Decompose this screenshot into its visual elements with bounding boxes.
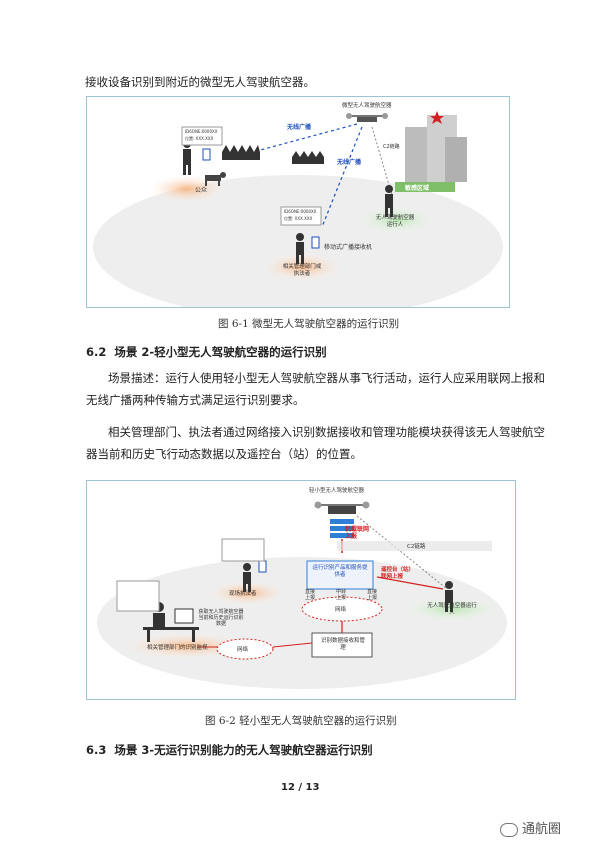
section-6-2-para2-line1: 相关管理部门、执法者通过网络接入识别数据接收和管理功能模块获得该无人驾驶航空 xyxy=(108,425,545,439)
enforcer-id-card xyxy=(221,538,265,562)
fig2-network-left: 网络 xyxy=(237,647,249,653)
fig1-id-card-1-line2: 位置: XXX.XXX xyxy=(185,136,214,141)
data-mgmt-box xyxy=(311,632,373,658)
building-icon xyxy=(405,111,467,182)
dog-icon xyxy=(205,172,226,186)
section-6-3-title: 场景 3-无运行识别能力的无人驾驶航空器运行识别 xyxy=(114,743,373,757)
fig2-remote-station: 遥控台（站）联网上报 xyxy=(381,567,415,580)
authority-glow xyxy=(262,253,342,281)
wechat-icon xyxy=(500,822,518,837)
remote-station-arrow xyxy=(376,576,444,590)
authority-person-icon xyxy=(296,233,304,264)
id-card-2 xyxy=(280,206,322,226)
fig2-monitor: 相关管理部门的识别监视 xyxy=(147,645,208,651)
drone-icon xyxy=(346,113,388,122)
figure-1-caption: 图 6-1 微型无人驾驶航空器的运行识别 xyxy=(218,318,400,330)
section-6-2-number: 6.2 xyxy=(86,345,107,359)
figure-1: 微型无人驾驶航空器 无线广播 无线广播 C2链路 敏感区域 ID6ONE:000… xyxy=(86,96,510,319)
fig1-public-label: 公众 xyxy=(195,187,208,194)
network-cloud-left xyxy=(216,638,274,660)
service-provider-box xyxy=(306,560,374,590)
fig1-drone-label: 微型无人驾驶航空器 xyxy=(342,103,392,109)
section-6-2-para1-line2: 无线广播两种传输方式满足运行识别要求。 xyxy=(86,393,305,407)
section-6-2-heading: 6.2 场景 2-轻小型无人驾驶航空器的运行识别 xyxy=(86,344,327,360)
section-6-2-para1-line1: 场景描述：运行人使用轻小型无人驾驶航空器从事飞行活动，运行人应采用联网上报和 xyxy=(108,371,545,385)
operator-person-icon-2 xyxy=(445,581,453,612)
receiver-phone-icon xyxy=(311,236,320,249)
fig1-c2-label: C2链路 xyxy=(383,144,400,150)
fig1-broadcast-left: 无线广播 xyxy=(287,124,312,131)
fig2-drone-label: 轻小型无人驾驶航空器 xyxy=(309,488,365,494)
monitor-id-card xyxy=(116,580,160,612)
fig1-id-card-1-line1: ID6ONE:0000XX xyxy=(185,129,218,134)
fig2-network-center: 网络 xyxy=(335,607,347,613)
fig2-operator: 无人驾驶航空器运行人 xyxy=(427,603,477,616)
network-cloud-center xyxy=(301,596,383,622)
fig2-service-provider: 运行识别产品和服务提供者 xyxy=(312,565,368,578)
fig2-airborne-report: 机载联网上报 xyxy=(345,526,370,540)
id-card-1 xyxy=(181,126,223,146)
section-6-2-para2-line2: 器当前和历史飞行动态数据以及遥控台（站）的位置。 xyxy=(86,447,362,461)
figure-2-illustration xyxy=(97,501,507,689)
c2-banner xyxy=(337,541,492,551)
fig1-operator-label: 无人驾驶航空器运行人 xyxy=(375,215,415,228)
fig2-c2-label: C2链路 xyxy=(407,544,426,550)
drone-icon-2 xyxy=(314,501,370,514)
fig2-relay: 中转上报 xyxy=(336,589,347,601)
fig2-direct-right: 直接上报 xyxy=(367,589,378,601)
fig2-direct-left: 直接上报 xyxy=(305,589,316,601)
fig1-broadcast-right: 无线广播 xyxy=(337,159,362,166)
hedge-mid xyxy=(292,151,324,164)
fig2-enforcer: 现场执法者 xyxy=(229,591,257,597)
page-number: 12 / 13 xyxy=(281,782,320,793)
enforcer-phone-icon xyxy=(258,560,267,573)
operator-person-icon xyxy=(385,185,393,217)
public-phone-icon xyxy=(202,148,211,161)
broadcast-line-left xyxy=(226,123,358,160)
mgmt-to-left-cloud xyxy=(272,642,313,648)
fig2-data-mgmt: 识别数据接收和管理 xyxy=(320,638,365,651)
watermark: 通航圈 xyxy=(500,818,561,837)
c2-link-2 xyxy=(356,515,448,590)
fig1-authority-label: 相关管理部门或执法者 xyxy=(282,264,322,277)
section-6-3-number: 6.3 xyxy=(86,743,107,757)
watermark-text: 通航圈 xyxy=(522,822,562,837)
fig1-id-card-2-line2: 位置: XXX.XXX xyxy=(284,216,313,221)
figure-1-illustration xyxy=(93,111,503,319)
section-6-3-heading: 6.3 场景 3-无运行识别能力的无人驾驶航空器运行识别 xyxy=(86,742,373,758)
fig1-receiver-label: 移动式广播接收机 xyxy=(324,244,373,251)
fig1-id-card-2-line1: ID6ONE:0000XX xyxy=(284,209,317,214)
sensitive-area-bg xyxy=(395,182,455,192)
enforcer-glow xyxy=(207,581,287,605)
enforcer-person-icon xyxy=(243,563,251,592)
operator-glow xyxy=(357,206,437,234)
figure-2-caption: 图 6-2 轻小型无人驾驶航空器的运行识别 xyxy=(205,715,397,727)
fig1-sensitive-label: 敏感区域 xyxy=(405,185,430,192)
server-stack-icon xyxy=(330,519,354,538)
fig2-obtain-data: 获取无人驾驶航空器当前和历史运行识别数据 xyxy=(198,609,244,627)
figure-2: 轻小型无人驾驶航空器 机载联网上报 C2链路 运行识别产品和服务提供者 遥控台（… xyxy=(86,480,516,700)
hedge-left xyxy=(222,145,260,160)
section-6-2-title: 场景 2-轻小型无人驾驶航空器的运行识别 xyxy=(114,345,327,359)
intro-line: 接收设备识别到附近的微型无人驾驶航空器。 xyxy=(85,75,315,89)
